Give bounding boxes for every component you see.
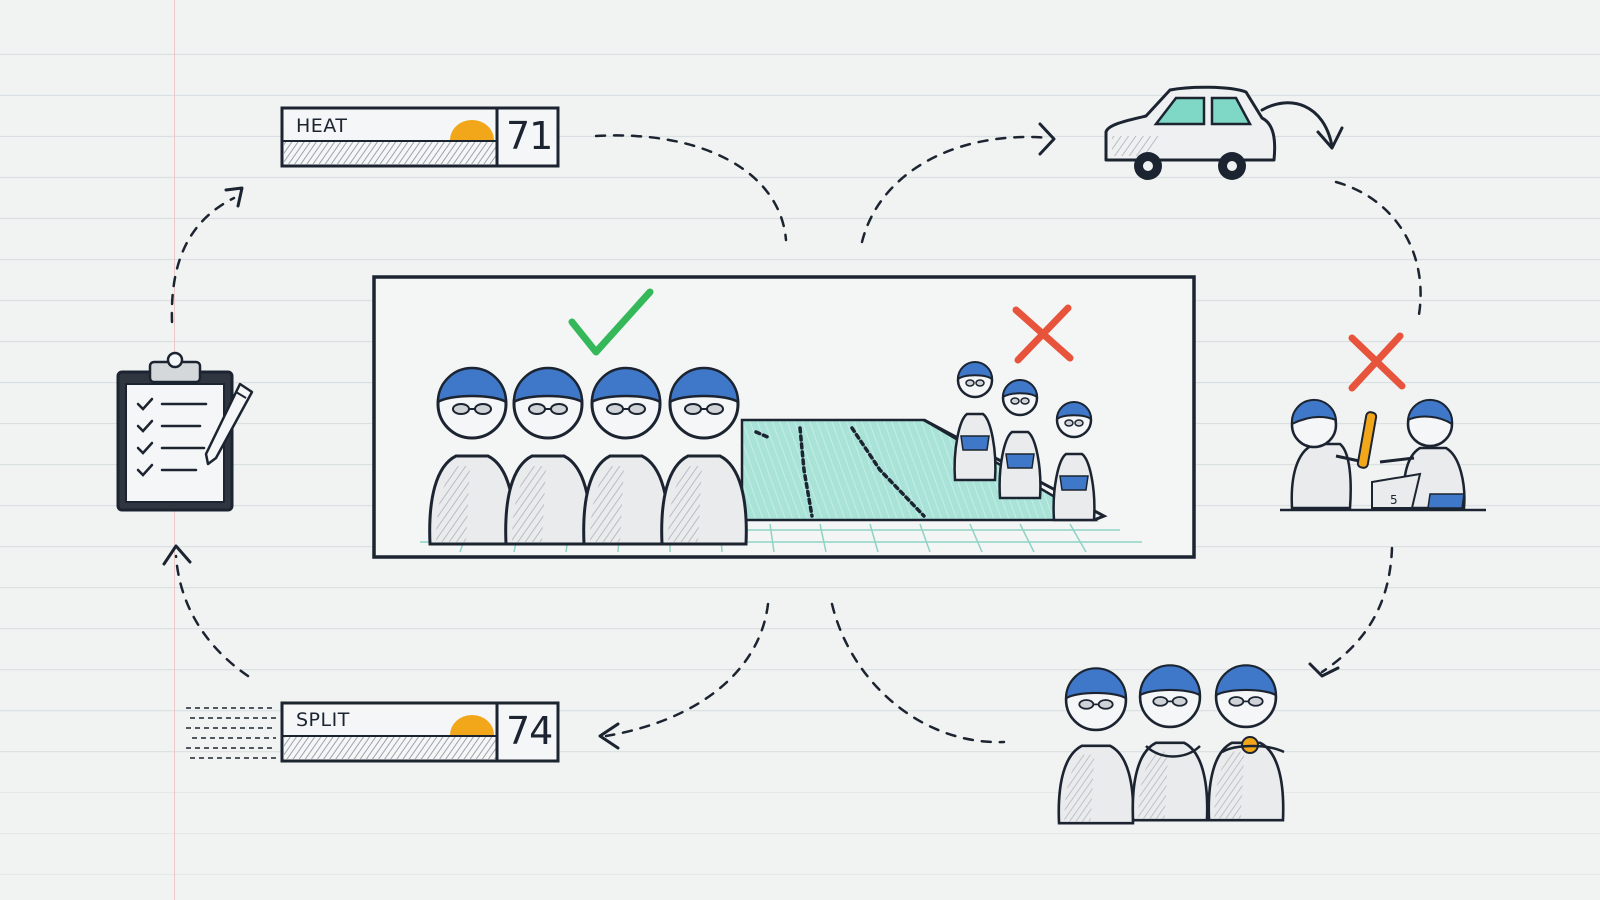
relay-handoff: 5 (1280, 332, 1486, 512)
split-card-label: SPLIT (296, 709, 350, 731)
stopwatch-icon (1221, 736, 1285, 754)
heat-card-label: HEAT (296, 115, 348, 137)
curved-arrow (1260, 101, 1334, 148)
check-icon (568, 288, 654, 356)
speed-lines (186, 707, 276, 759)
cross-icon (1012, 304, 1074, 364)
arrow-heads (162, 122, 1340, 750)
heat-card (280, 106, 560, 168)
split-card (186, 701, 560, 763)
heat-card-value: 71 (506, 114, 553, 158)
clipboard-icon (116, 351, 254, 512)
sun-icon (450, 120, 494, 140)
small-swimmer (1052, 400, 1096, 522)
pen-icon (204, 382, 254, 466)
baton-icon (1356, 411, 1378, 469)
small-swimmer (953, 360, 997, 482)
swimmer-trio (1057, 664, 1285, 825)
svg-text:5: 5 (1390, 493, 1398, 507)
pool-scene (372, 275, 1196, 559)
car-icon (1104, 85, 1277, 180)
cross-icon (1348, 332, 1406, 392)
split-card-value: 74 (506, 709, 553, 753)
sun-icon (450, 715, 494, 735)
cycle-arrows (170, 134, 1422, 744)
small-swimmer (998, 378, 1042, 500)
